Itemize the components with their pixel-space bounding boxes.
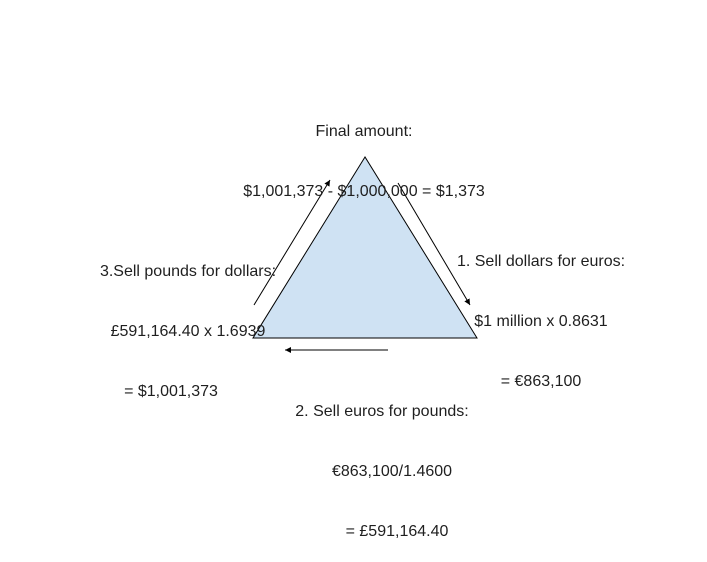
step1-calculation: $1 million x 0.8631 — [474, 313, 608, 330]
final-amount-title: Final amount: — [315, 123, 413, 140]
final-amount-calculation: $1,001,373 - $1,000,000 = $1,373 — [243, 183, 485, 200]
final-amount-label: Final amount: $1,001,373 - $1,000,000 = … — [214, 82, 514, 222]
step2-label: 2. Sell euros for pounds: €863,100/1.460… — [262, 362, 502, 562]
step3-label: 3.Sell pounds for dollars: £591,164.40 x… — [78, 222, 298, 422]
step1-result: = €863,100 — [500, 373, 582, 390]
arrow-step1 — [397, 182, 471, 306]
step2-result: = £591,164.40 — [345, 523, 449, 540]
step3-calculation: £591,164.40 x 1.6939 — [110, 323, 266, 340]
step2-title: 2. Sell euros for pounds: — [295, 403, 469, 420]
step3-result: = $1,001,373 — [124, 383, 218, 400]
triangle-shape — [252, 156, 478, 339]
arrow-step3 — [253, 179, 331, 306]
step1-label: 1. Sell dollars for euros: $1 million x … — [436, 212, 646, 412]
step1-title: 1. Sell dollars for euros: — [456, 253, 626, 270]
step2-calculation: €863,100/1.4600 — [331, 463, 453, 480]
step3-title: 3.Sell pounds for dollars: — [99, 263, 277, 280]
arbitrage-diagram — [252, 156, 478, 353]
